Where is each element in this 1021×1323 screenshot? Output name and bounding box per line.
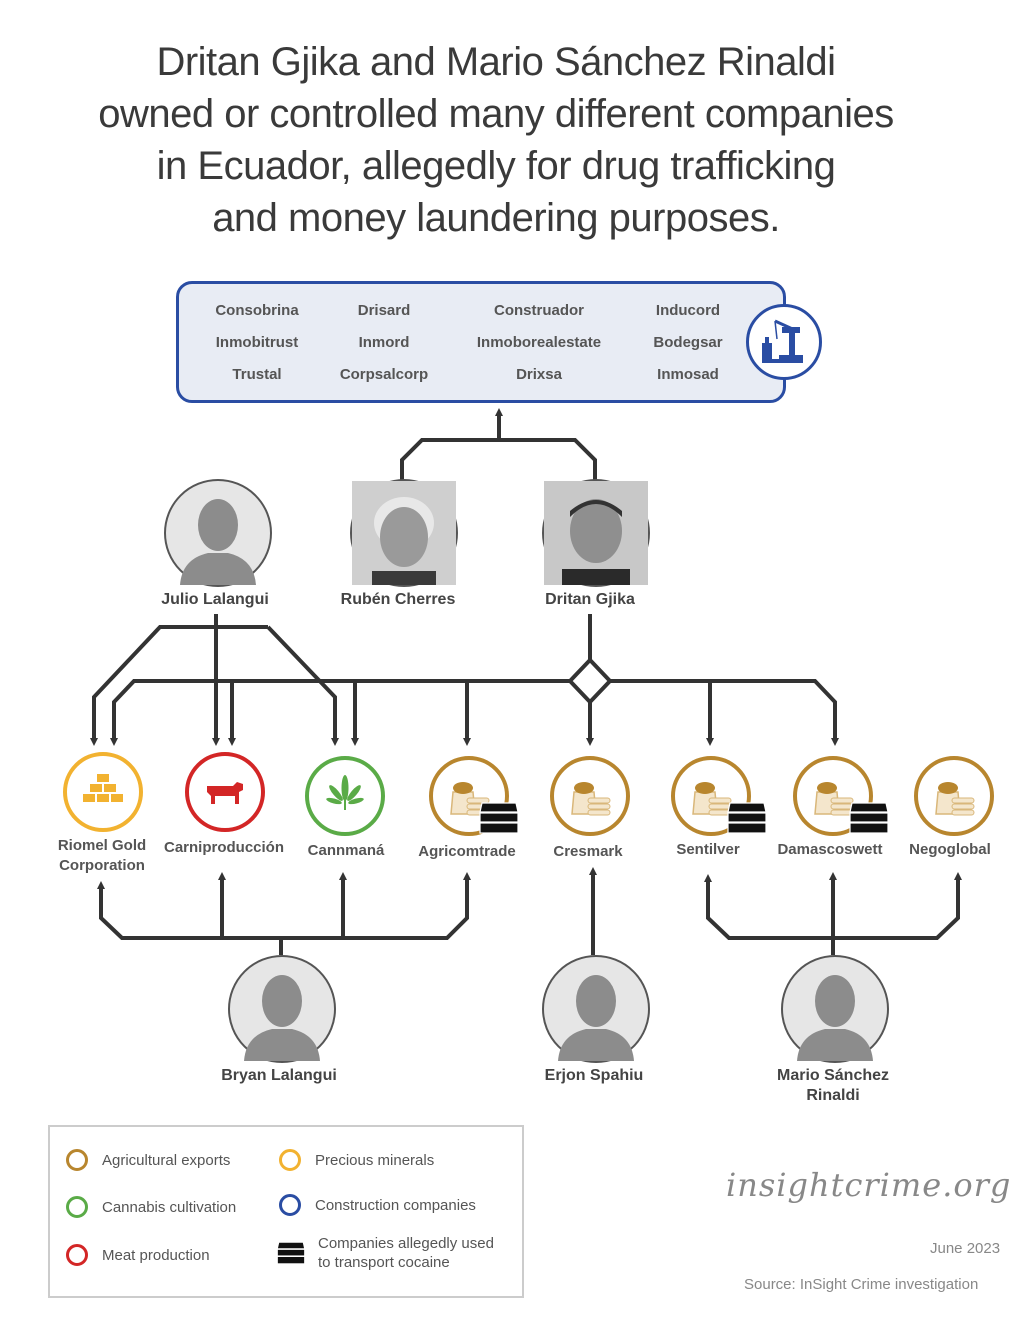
connector-ruben-dritan-to-construction [400,438,597,480]
person-name-mario: Mario Sánchez Rinaldi [733,1066,933,1106]
construction-crane-icon [746,304,822,380]
cocaine-bricks-icon [727,802,767,834]
grain-sacks-icon [571,782,611,816]
ring-icon [66,1149,88,1171]
person-name-ruben: Rubén Cherres [340,591,456,608]
connector-bryan-bus [99,872,471,940]
legend-item-meat: Meat production [66,1244,210,1266]
company-name: Inducord [655,302,721,319]
company-cannmana [305,756,385,836]
ring-icon [66,1196,88,1218]
page-title: Dritan Gjika and Mario Sánchez Rinaldi o… [0,36,1021,244]
photo-ruben-cherres [350,479,458,587]
cocaine-bricks-icon [276,1241,306,1265]
company-label-cannmana: Cannmaná [307,842,385,859]
ring-icon [279,1194,301,1216]
connector-julio-right [266,625,339,746]
brand-logo-text: insightcrime.org [726,1166,1012,1204]
cocaine-bricks-icon [849,802,889,834]
company-riomel-gold [63,752,143,832]
legend-label: Cannabis cultivation [102,1198,237,1216]
person-name-bryan: Bryan Lalangui [221,1067,337,1084]
company-name: Drixsa [516,366,562,383]
company-sentilver [671,756,751,836]
company-carniproduccion [185,752,265,832]
company-name: Inmosad [657,366,719,383]
grain-sacks-icon [692,782,732,816]
company-name-line2: Corporation [59,857,145,874]
cannabis-leaf-icon [326,775,364,810]
company-name: Inmoborealestate [476,334,602,351]
legend-item-cocaine: Companies allegedly used to transport co… [276,1234,494,1272]
connector-dritan-bus-right [610,679,839,746]
avatar-mario-sanchez-rinaldi [781,955,889,1063]
ring-icon [279,1149,301,1171]
person-name-mario-line1: Mario Sánchez [776,1067,890,1084]
company-name: Trustal [232,366,282,383]
company-label-carniproduccion: Carniproducción [163,839,284,856]
company-label-sentilver: Sentilver [676,841,740,858]
company-cresmark [550,756,630,836]
avatar-julio-lalangui [164,479,272,587]
ring-icon [66,1244,88,1266]
connector-lines [90,408,962,955]
person-name-mario-line2: Rinaldi [806,1087,860,1104]
person-name-julio: Julio Lalangui [161,591,269,608]
company-negoglobal [914,756,994,836]
gold-bars-icon [83,774,123,802]
company-name: Drisard [357,302,411,319]
title-line-4: and money laundering purposes. [212,196,780,240]
person-name-dritan: Dritan Gjika [545,591,635,608]
company-name-line1: Riomel Gold [57,837,147,854]
source-note: Source: InSight Crime investigation [744,1276,979,1293]
title-line-1: Dritan Gjika and Mario Sánchez Rinaldi [156,40,836,84]
cow-icon [207,782,243,804]
company-name: Inmord [358,334,410,351]
company-name: Construador [494,302,584,319]
grain-sacks-icon [450,782,490,816]
legend-item-precious: Precious minerals [279,1149,434,1171]
publication-date: June 2023 [930,1240,1001,1257]
legend: Agricultural exports Cannabis cultivatio… [48,1125,524,1298]
company-label-agricomtrade: Agricomtrade [418,843,516,860]
grain-sacks-icon [935,782,975,816]
legend-label: Agricultural exports [102,1151,231,1169]
grain-sacks-icon [814,782,854,816]
avatar-erjon-spahiu [542,955,650,1063]
person-name-erjon: Erjon Spahiu [544,1067,644,1084]
company-name: Corpsalcorp [339,366,429,383]
company-label-negoglobal: Negoglobal [909,841,991,858]
company-label-cresmark: Cresmark [553,843,623,860]
legend-item-construction: Construction companies [279,1194,476,1216]
legend-item-cannabis: Cannabis cultivation [66,1196,236,1218]
company-name: Bodegsar [653,334,723,351]
photo-dritan-gjika [542,479,650,587]
legend-label: Companies allegedly used to transport co… [318,1234,494,1272]
company-name: Consobrina [215,302,299,319]
legend-label: Precious minerals [315,1151,435,1169]
legend-label: Construction companies [315,1196,476,1214]
avatar-bryan-lalangui [228,955,336,1063]
connector-dritan-bus-left [110,679,570,746]
junction-diamond [567,657,613,705]
legend-label-line2: to transport cocaine [318,1254,450,1271]
cocaine-bricks-icon [479,802,519,834]
connector-julio-left [90,625,268,746]
title-line-2: owned or controlled many different compa… [98,92,894,136]
company-label-damascoswett: Damascoswett [777,841,883,858]
title-line-3: in Ecuador, allegedly for drug trafficki… [156,144,836,188]
construction-companies-box: Consobrina Inmobitrust Trustal Drisard I… [176,281,786,403]
company-name: Inmobitrust [215,334,299,351]
legend-item-agricultural: Agricultural exports [66,1149,230,1171]
legend-label: Meat production [102,1246,210,1264]
legend-label-line1: Companies allegedly used [318,1235,494,1252]
company-label-riomel: Riomel Gold Corporation [32,836,172,876]
